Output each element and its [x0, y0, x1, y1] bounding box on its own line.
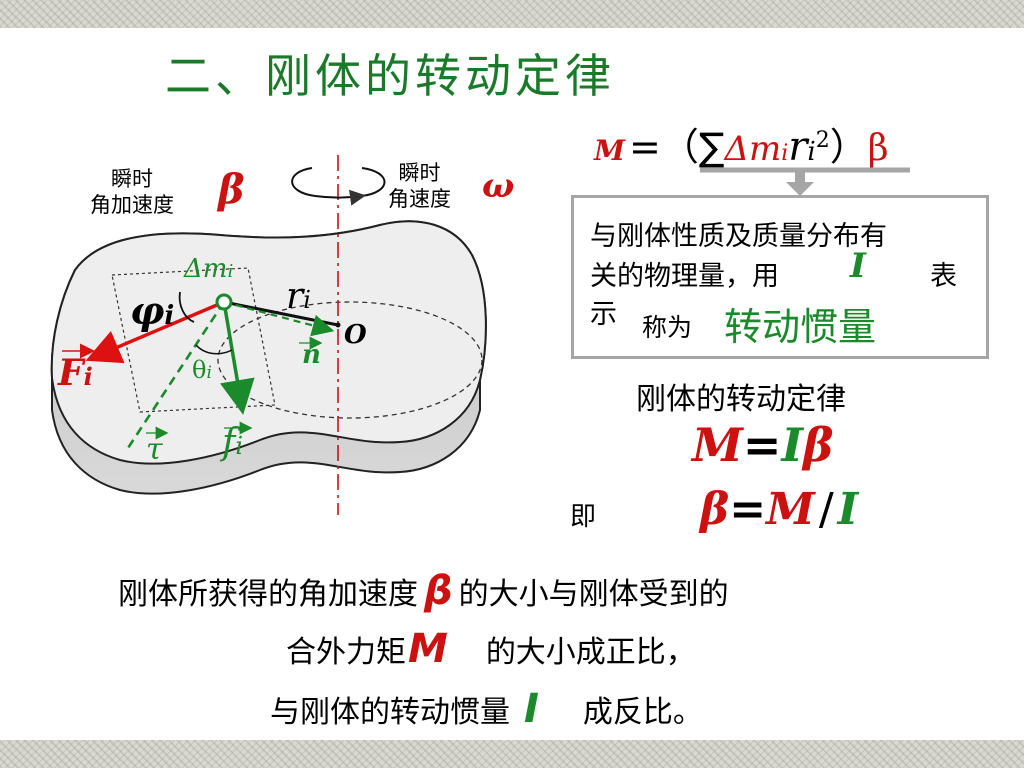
term-moment-of-inertia: 转动惯量	[724, 305, 877, 349]
decorative-top-band	[0, 0, 1024, 28]
ie-label: 即	[570, 502, 597, 532]
origin-label: O	[344, 320, 367, 350]
law-equation-rearranged: β=M/I	[700, 484, 859, 535]
angular-velocity-label: 瞬时 角速度	[388, 161, 451, 211]
decorative-bottom-band	[0, 740, 1024, 768]
angular-accel-label: 瞬时 角加速度	[90, 167, 174, 217]
normal-label: n	[302, 340, 321, 370]
slide-title: 二、刚体的转动定律	[165, 49, 615, 103]
omega-symbol: ω	[482, 166, 515, 206]
tangent-label: τ	[146, 432, 163, 467]
force-F-label: Fi	[58, 352, 93, 394]
formula-arrow	[700, 167, 910, 196]
rigid-body-top	[50, 220, 487, 465]
definition-box: 与刚体性质及质量分布有 关的物理量，用 I 表 示 称为 转动惯量	[571, 195, 989, 359]
rigid-body-diagram	[50, 155, 487, 515]
phi-label: φi	[130, 288, 175, 333]
radius-label: ri	[286, 276, 311, 317]
force-f-label: fi	[222, 422, 244, 463]
mass-element-label: Δmi	[184, 254, 234, 284]
beta-symbol: β	[218, 166, 245, 213]
moment-of-inertia-formula: M=（∑Δmiri2）β	[594, 124, 889, 170]
theta-label: θi	[192, 356, 212, 384]
box-inertia-symbol: I	[850, 246, 866, 286]
law-equation: M=Iβ	[692, 418, 834, 472]
law-heading: 刚体的转动定律	[636, 382, 846, 417]
